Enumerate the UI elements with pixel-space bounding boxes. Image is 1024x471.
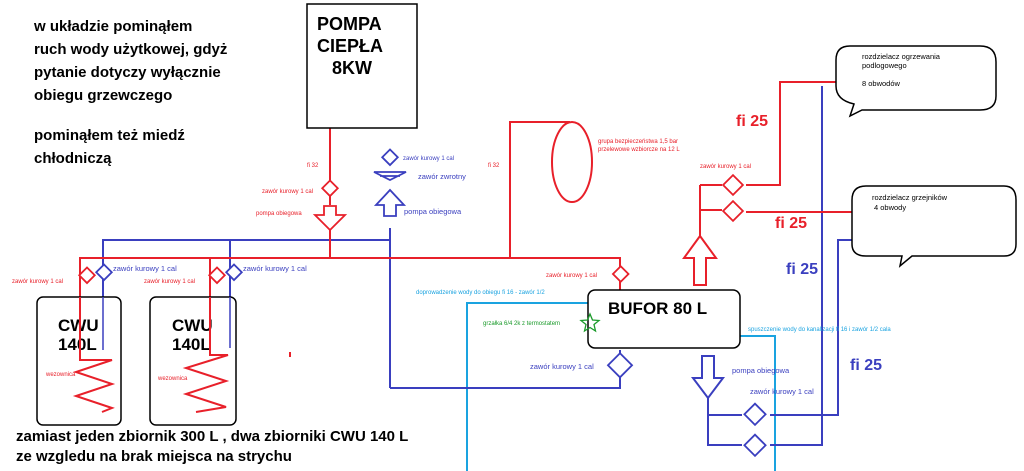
- label-fi32-right: fi 32: [488, 163, 500, 169]
- cwu-left-title-2: 140L: [58, 335, 97, 354]
- cwu-left-coil-label: wezownica: [45, 372, 76, 378]
- label-fi25-c: fi 25: [786, 261, 818, 278]
- note-bottom-2: ze wzgledu na brak miejsca na strychu: [16, 448, 292, 465]
- valve-red-buffer[interactable]: [611, 264, 630, 284]
- label-valve-red-tank-right: zawór kurowy 1 cal: [144, 279, 195, 285]
- heat-pump-title-3: 8KW: [332, 58, 372, 78]
- valve-blue-buffer[interactable]: [606, 351, 634, 379]
- manifold-floor-line-3: 8 obwodów: [862, 79, 901, 88]
- coil-left: [72, 297, 116, 413]
- label-valve-red-tank-left: zawór kurowy 1 cal: [12, 279, 63, 285]
- valve-blue-tank-left[interactable]: [94, 263, 114, 282]
- coil-right: [182, 297, 230, 413]
- manifold-radiators-line-2: 4 obwody: [874, 203, 906, 212]
- label-fi32-left: fi 32: [307, 163, 319, 169]
- label-fi25-d: fi 25: [850, 357, 882, 374]
- label-valve-red-buffer: zawór kurowy 1 cal: [546, 273, 597, 279]
- label-valve-red-right: zawór kurowy 1 cal: [700, 164, 751, 170]
- note-top-4: obiegu grzewczego: [34, 87, 172, 104]
- note-top-5: pominąłem też miedź: [34, 127, 185, 144]
- label-heater: grzałka 6/4 2k z termostatem: [483, 321, 560, 327]
- label-pump-red: pompa obiegowa: [256, 211, 302, 217]
- cwu-right-title-1: CWU: [172, 316, 213, 335]
- valve-blue-return-1[interactable]: [743, 402, 767, 427]
- pump-red-down-icon: [312, 205, 348, 232]
- valve-red-radiators[interactable]: [721, 199, 745, 223]
- manifold-floor-line-2: podlogowego: [862, 61, 907, 70]
- label-valve-blue-right: zawór kurowy 1 cal: [750, 387, 814, 396]
- note-bottom-1: zamiast jeden zbiornik 300 L , dwa zbior…: [16, 428, 408, 445]
- heat-pump-title-2: CIEPŁA: [317, 36, 383, 56]
- label-valve-blue-tank-left: zawór kurowy 1 cal: [113, 264, 177, 273]
- pump-red-up-icon: [682, 234, 718, 286]
- cwu-tank-right: [149, 296, 237, 426]
- check-valve-icon: [373, 171, 407, 182]
- label-pump-bottom-right: pompa obiegowa: [732, 366, 790, 375]
- label-check-valve: zawór zwrotny: [418, 172, 466, 181]
- safety-group-label-2: przelewowe wzbiorcze na 12 L: [598, 147, 680, 153]
- valve-blue-top[interactable]: [380, 148, 400, 167]
- expansion-vessel: [551, 121, 593, 203]
- manifold-radiators-line-1: rozdzielacz grzejników: [872, 193, 948, 202]
- label-fi25-a: fi 25: [736, 113, 768, 130]
- safety-group-label-1: grupa bezpieczeństwa 1,5 bar: [598, 139, 678, 145]
- valve-red-pump[interactable]: [320, 179, 340, 198]
- valve-red-tank-right[interactable]: [207, 266, 227, 285]
- heater-star-icon: [579, 312, 601, 333]
- label-fi25-b: fi 25: [775, 215, 807, 232]
- label-fill-line: doprowadzenie wody do obiegu fi 16 - zaw…: [416, 290, 545, 296]
- manifold-floor-bubble: [835, 45, 997, 118]
- pump-blue-up-icon: [373, 188, 407, 217]
- manifold-radiators-bubble: [851, 185, 1017, 268]
- cwu-right-title-2: 140L: [172, 335, 211, 354]
- light-blue-lines: [466, 302, 776, 471]
- note-top-1: w układzie pominąłem: [33, 18, 192, 35]
- label-valve-blue-buffer: zawór kurowy 1 cal: [530, 362, 594, 371]
- label-valve-blue-tank-right: zawór kurowy 1 cal: [243, 264, 307, 273]
- label-valve-blue-top: zawór kurowy 1 cal: [403, 156, 454, 162]
- heat-pump-box: [306, 3, 418, 129]
- valve-red-tank-left[interactable]: [77, 266, 97, 285]
- heat-pump-title-1: POMPA: [317, 14, 382, 34]
- label-valve-red-pump: zawór kurowy 1 cal: [262, 189, 313, 195]
- note-top-3: pytanie dotyczy wyłącznie: [34, 64, 221, 81]
- blue-return-pipes: [102, 86, 855, 446]
- valve-blue-return-2[interactable]: [743, 433, 767, 458]
- pump-blue-down-icon: [691, 355, 725, 400]
- cwu-right-coil-label: wezownica: [157, 376, 188, 382]
- cwu-left-title-1: CWU: [58, 316, 99, 335]
- label-drain-line: spuszczenie wody do kanalizacji fi 16 i …: [748, 327, 891, 333]
- note-top-2: ruch wody użytkowej, gdyż: [34, 41, 227, 58]
- valve-red-floor[interactable]: [721, 173, 745, 197]
- manifold-floor-line-1: rozdzielacz ogrzewania: [862, 52, 941, 61]
- valve-blue-tank-right[interactable]: [224, 263, 244, 282]
- buffer-label: BUFOR 80 L: [608, 299, 707, 318]
- note-top-6: chłodniczą: [34, 150, 112, 167]
- label-pump-blue: pompa obiegowa: [404, 207, 462, 216]
